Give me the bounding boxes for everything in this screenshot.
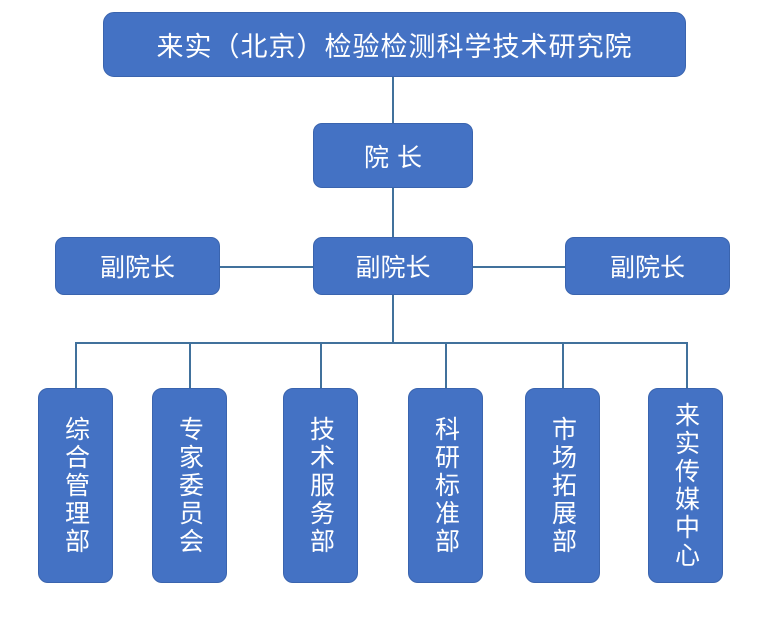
connector-bus-to-department-0 (75, 342, 77, 388)
node-department-expert-committee[interactable]: 专家委员会 (152, 388, 227, 583)
node-director[interactable]: 院 长 (313, 123, 473, 188)
node-department-2-label: 技术服务部 (306, 415, 336, 556)
connector-department-bus (75, 342, 688, 344)
connector-deputy-center-to-left (220, 266, 313, 268)
node-department-4-label: 市场拓展部 (548, 415, 578, 556)
node-director-label: 院 长 (364, 142, 422, 172)
node-department-1-label: 专家委员会 (175, 415, 205, 556)
node-department-0-label: 综合管理部 (61, 415, 91, 556)
node-deputy-director-right[interactable]: 副院长 (565, 237, 730, 295)
node-deputy-director-center[interactable]: 副院长 (313, 237, 473, 295)
node-deputy-director-left-label: 副院长 (99, 253, 175, 282)
node-department-technical-service[interactable]: 技术服务部 (283, 388, 358, 583)
node-deputy-director-left[interactable]: 副院长 (55, 237, 220, 295)
connector-director-to-deputy-center (392, 188, 394, 237)
node-department-research-standards[interactable]: 科研标准部 (408, 388, 483, 583)
node-root-label: 来实（北京）检验检测科学技术研究院 (156, 32, 633, 63)
connector-root-to-director (392, 77, 394, 123)
connector-bus-to-department-3 (445, 342, 447, 388)
connector-deputy-to-bus (392, 295, 394, 343)
node-root-institute[interactable]: 来实（北京）检验检测科学技术研究院 (103, 12, 686, 77)
connector-deputy-center-to-right (473, 266, 565, 268)
node-department-market-development[interactable]: 市场拓展部 (525, 388, 600, 583)
node-deputy-director-right-label: 副院长 (609, 253, 685, 282)
connector-bus-to-department-4 (562, 342, 564, 388)
node-department-3-label: 科研标准部 (431, 415, 461, 556)
node-department-general-management[interactable]: 综合管理部 (38, 388, 113, 583)
node-department-laishi-media-center[interactable]: 来实传媒中心 (648, 388, 723, 583)
connector-bus-to-department-5 (686, 342, 688, 388)
node-deputy-director-center-label: 副院长 (355, 253, 431, 282)
node-department-5-label: 来实传媒中心 (671, 401, 701, 570)
connector-bus-to-department-2 (320, 342, 322, 388)
connector-bus-to-department-1 (189, 342, 191, 388)
